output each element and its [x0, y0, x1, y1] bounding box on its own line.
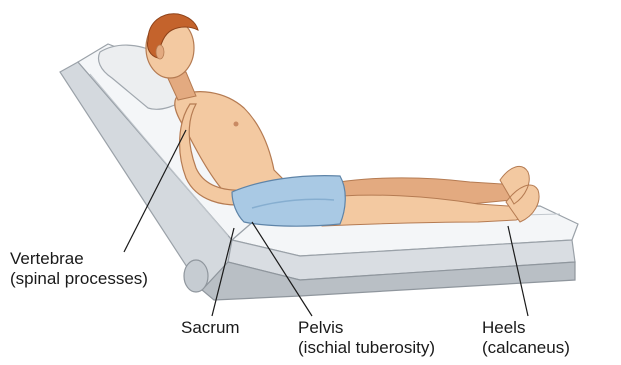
label-vertebrae-name: Vertebrae — [10, 249, 148, 269]
label-pelvis-detail: (ischial tuberosity) — [298, 338, 435, 358]
label-pelvis-name: Pelvis — [298, 318, 435, 338]
bed-head-end — [184, 260, 208, 292]
label-heels-detail: (calcaneus) — [482, 338, 570, 358]
label-vertebrae-detail: (spinal processes) — [10, 269, 148, 289]
label-vertebrae: Vertebrae (spinal processes) — [10, 249, 148, 289]
label-heels: Heels (calcaneus) — [482, 318, 570, 358]
patient-chest-detail — [234, 122, 239, 127]
label-sacrum-name: Sacrum — [181, 318, 240, 338]
label-heels-name: Heels — [482, 318, 570, 338]
label-sacrum: Sacrum — [181, 318, 240, 338]
patient — [146, 14, 539, 226]
patient-ear — [156, 45, 164, 59]
label-pelvis: Pelvis (ischial tuberosity) — [298, 318, 435, 358]
